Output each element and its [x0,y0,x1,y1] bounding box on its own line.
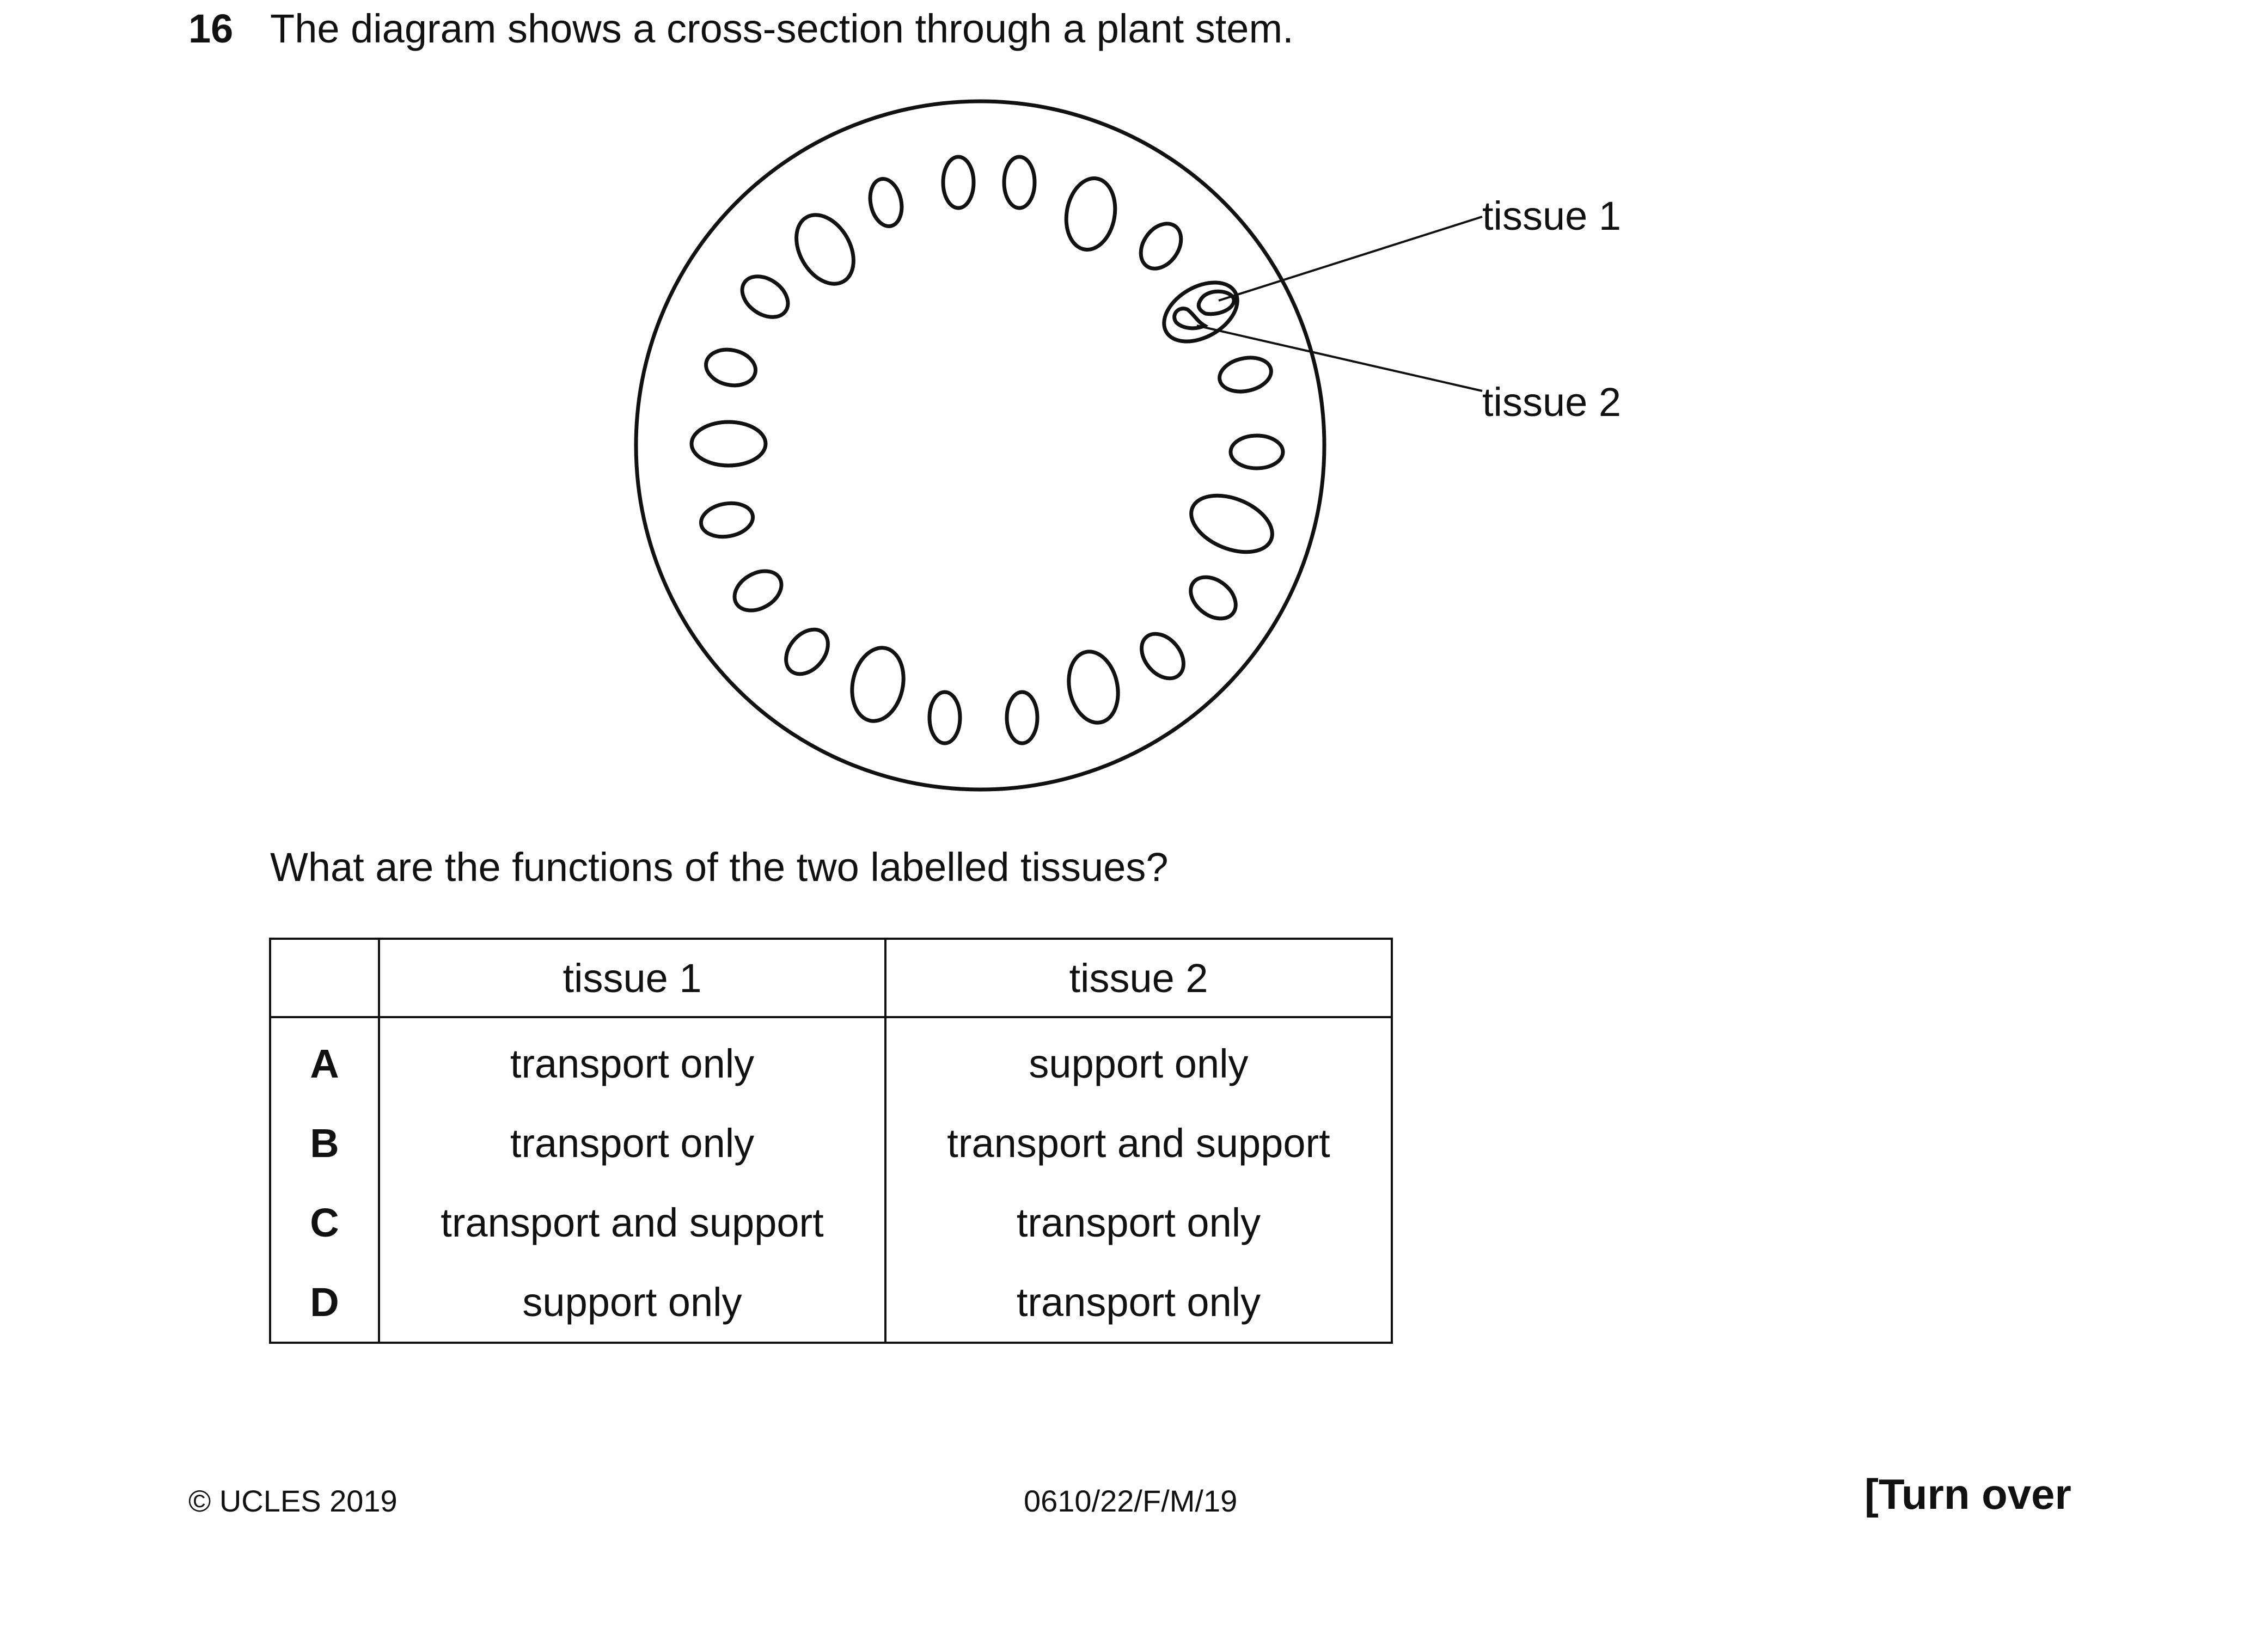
question-text: The diagram shows a cross-section throug… [270,6,1294,51]
stem-outline [634,99,1326,792]
vascular-bundle [927,690,962,745]
tissue-2-label: tissue 2 [1482,380,1621,425]
tissue-1-leader-line [1218,216,1483,302]
vascular-bundle [1002,155,1037,210]
tissue-1-label: tissue 1 [1482,193,1621,238]
vascular-bundle [740,274,790,319]
tissue-2-function: transport only [1016,1200,1261,1245]
vascular-bundle [1140,632,1185,681]
table-row: D support only transport only [270,1262,1392,1343]
vascular-bundle [1189,493,1274,554]
vascular-bundle [794,213,855,286]
table-row: B transport only transport and support [270,1103,1392,1183]
vascular-bundle [1218,356,1273,394]
option-letter: B [270,1103,380,1183]
vascular-bundle [1189,575,1238,621]
option-letter: D [270,1262,380,1343]
table-row: A transport only support only [270,1017,1392,1103]
tissue-1-function: transport only [379,1103,886,1183]
vascular-bundle [868,177,904,228]
tissue-2-function: support only [1029,1041,1249,1086]
tissue-1-function: transport only [379,1017,886,1103]
table-row: C transport and support transport only [270,1183,1392,1262]
option-letter: A [270,1017,380,1103]
tissue-1-function: transport and support [379,1183,886,1262]
vascular-bundle [732,569,784,613]
stem-cross-section-diagram: tissue 1 tissue 2 [634,99,1621,792]
vascular-bundle [1064,176,1117,252]
tissue-2-region [1172,307,1209,331]
vascular-bundle [1005,690,1040,745]
tissue-1-region [1196,289,1236,316]
vascular-bundle [689,420,768,468]
copyright-notice: © UCLES 2019 [188,1484,398,1518]
question-number: 16 [188,6,234,51]
header-tissue-2: tissue 2 [885,939,1392,1018]
vascular-bundle [850,646,906,723]
table-header-row: tissue 1 tissue 2 [270,939,1392,1018]
tissue-2-function: transport and support [947,1120,1330,1166]
tissue-2-function: transport only [1016,1279,1261,1325]
answer-options-table: tissue 1 tissue 2 A transport only suppo… [269,938,1393,1344]
turn-over-note: [Turn over [1864,1470,2071,1518]
header-tissue-1: tissue 1 [379,939,886,1018]
vascular-bundle [941,155,976,210]
tissue-2-leader-line [1196,325,1483,392]
tissue-1-function: support only [379,1262,886,1343]
vascular-bundle [1067,650,1120,725]
vascular-bundle [704,347,757,388]
paper-code: 0610/22/F/M/19 [1024,1484,1238,1518]
question-prompt: What are the functions of the two labell… [270,845,1169,890]
vascular-bundle [1139,222,1183,271]
vascular-bundle [1228,433,1285,470]
labelled-vascular-bundle [1162,280,1239,344]
option-letter: C [270,1183,380,1262]
vascular-bundle [784,627,830,676]
vascular-bundle [699,501,755,539]
header-option-cell [270,939,380,1018]
